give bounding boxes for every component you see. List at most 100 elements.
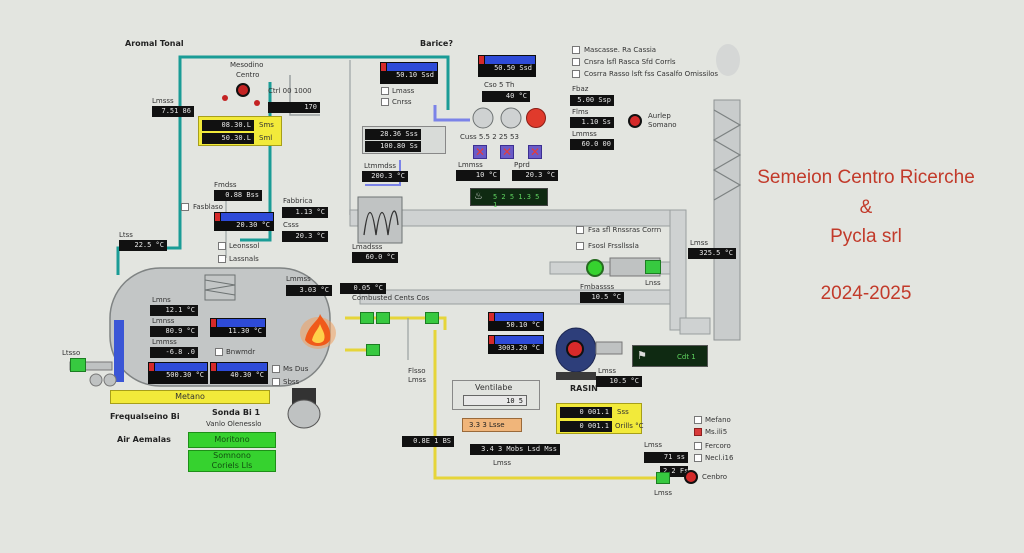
mid-value-1: 60.0 °C: [352, 252, 398, 263]
stop-button-1[interactable]: ✕: [473, 145, 487, 159]
valve-gas-3[interactable]: [425, 312, 439, 324]
x-value-2: 20.3 °C: [512, 170, 558, 181]
frequenza-label: Frequalseino Bi: [110, 412, 180, 421]
valve-gas-1[interactable]: [360, 312, 374, 324]
valve-gas-4[interactable]: [366, 344, 380, 356]
nav-button[interactable]: ⚑ Cdt 1: [632, 345, 708, 367]
x-label-1: Lmmss: [458, 161, 483, 169]
tr-label-1: Cso 5 Th: [484, 81, 515, 89]
valve-left-label: Ltsso: [62, 349, 81, 357]
outlet-top-label-2: Somano: [648, 121, 677, 129]
status-lamp-small-2: [254, 100, 260, 106]
tr-value-3: 1.10 Ss: [570, 117, 614, 128]
pump-status-lamp[interactable]: [566, 340, 584, 358]
tank-label-1: Lmns: [152, 296, 171, 304]
tr-label-3: Flms: [572, 108, 589, 116]
checkbox-hex-b[interactable]: [218, 255, 226, 263]
controller-tank-c[interactable]: 40.30 °C: [210, 362, 268, 384]
controller-pump[interactable]: 3003.20 °C: [488, 335, 544, 354]
fan-green[interactable]: [586, 259, 604, 277]
pump-right-label: Lmss: [598, 367, 617, 375]
status-lamp-red: [236, 83, 250, 97]
bottom-orange-box: 3.3 3 Lsse: [462, 418, 522, 432]
checkbox-ms-2[interactable]: [272, 378, 280, 386]
tank-label-2: Lmnss: [152, 317, 175, 325]
gas-valve-label: Flsso: [408, 367, 426, 375]
left-value-1: 7.51 86: [152, 106, 194, 117]
metano-bar-label: Metano: [175, 392, 205, 401]
checkbox-burner[interactable]: [215, 348, 223, 356]
header-left: Aromal Tonal: [125, 39, 184, 48]
checkbox-ms[interactable]: [272, 365, 280, 373]
outlet-lamp[interactable]: [684, 470, 698, 484]
fab-value-1: 1.13 °C: [282, 207, 328, 218]
y2-value-b: 0 001.1: [560, 421, 612, 432]
stack-label: Lmss: [690, 239, 709, 247]
checkbox-ms-label: Ms Dus: [283, 365, 309, 373]
fan-value: 10.5 °C: [580, 292, 624, 303]
tank-value-3: -6.8 .0: [150, 347, 198, 358]
fan-right-label: Lnss: [645, 279, 661, 287]
status-green-2[interactable]: Somnono Coriels Lls: [188, 450, 276, 472]
controller-tank-a[interactable]: 11.30 °C: [210, 318, 266, 337]
checkbox-tr-2[interactable]: [572, 58, 580, 66]
combust-label: Combusted Cents Cos: [352, 294, 430, 302]
br-label-1: Lmss: [644, 441, 663, 449]
y1-value-a: 08.30.L: [202, 120, 254, 131]
outlet-label-2: Lmss: [654, 489, 673, 497]
checkbox-mid-2[interactable]: [576, 242, 584, 250]
valve-outlet-icon[interactable]: [656, 472, 670, 484]
stop-button-2[interactable]: ✕: [500, 145, 514, 159]
valve-fan-icon[interactable]: [645, 260, 661, 274]
tr-label-2: Fbaz: [572, 85, 589, 93]
checkbox-top-b[interactable]: [381, 98, 389, 106]
checkbox-tr-3-label: Cosrra Rasso lsft fss Casalfo Omissilos: [584, 70, 719, 78]
checkbox-br-4[interactable]: [694, 454, 702, 462]
pump-right-value: 10.5 °C: [596, 376, 642, 387]
controller-top[interactable]: 50.10 Ssd: [380, 62, 438, 84]
title-center: Semeion Centro Ricerche: [757, 167, 975, 188]
y2-unit-b: Orills °C: [615, 422, 644, 430]
controller-top-2[interactable]: 50.50 Ssd: [478, 55, 536, 77]
pump-status-red[interactable]: [526, 108, 546, 128]
checkbox-tr-3[interactable]: [572, 70, 580, 78]
checkbox-br-3-label: Fercoro: [705, 442, 731, 450]
checkbox-top-a[interactable]: [381, 87, 389, 95]
bottom-value-1: 0.8E 1 BS: [402, 436, 454, 447]
outlet-lamp-top[interactable]: [628, 114, 642, 128]
br-value-1: 71 ss: [644, 452, 688, 463]
controller-pump-top[interactable]: 50.10 °C: [488, 312, 544, 331]
checkbox-mid-1-label: Fsa sfl Rnssras Corrn: [588, 226, 662, 234]
ctrl-value: 170: [268, 102, 320, 113]
checkbox-hex-a[interactable]: [218, 242, 226, 250]
gas-valve-label-2: Lmss: [408, 376, 427, 384]
stop-button-3[interactable]: ✕: [528, 145, 542, 159]
status-strip-value: 5 2 5 1.3 5 1: [493, 193, 540, 209]
y2-value-a: 0 001.1: [560, 407, 612, 418]
checkbox-mid-1[interactable]: [576, 226, 584, 234]
x-value-1: 10 °C: [456, 170, 500, 181]
checkbox-br-2[interactable]: [694, 428, 702, 436]
checkbox-tr-1[interactable]: [572, 46, 580, 54]
fabbrica-label: Fabbrica: [283, 197, 313, 205]
checkbox-left-label: Fasblaso: [193, 203, 223, 211]
status-green-1[interactable]: Moritono: [188, 432, 276, 448]
checkbox-br-1[interactable]: [694, 416, 702, 424]
checkbox-ms-2-label: Sbss: [283, 378, 300, 386]
controller-hex-left[interactable]: 20.30 °C: [214, 212, 274, 231]
checkbox-br-3[interactable]: [694, 442, 702, 450]
controller-tank-b[interactable]: 500.30 °C: [148, 362, 208, 384]
checkbox-tr-2-label: Cnsra lsfl Rasca Sfd Corrls: [584, 58, 676, 66]
title-partner: Pycla srl: [830, 226, 902, 247]
checkbox-left[interactable]: [181, 203, 189, 211]
ventilazione-value: 10 5: [463, 395, 527, 406]
y1-unit-b: Sml: [259, 134, 273, 142]
sonda-label: Sonda Bi 1: [212, 408, 261, 417]
hex-panel: 28.36 Sss 100.80 Ss: [362, 126, 446, 154]
measure-top-label: Mesodino: [230, 61, 264, 69]
status-strip-icon: ♨: [474, 191, 483, 202]
valve-gas-2[interactable]: [376, 312, 390, 324]
tank-value-2: 80.9 °C: [150, 326, 198, 337]
valve-left-icon[interactable]: [70, 358, 86, 372]
